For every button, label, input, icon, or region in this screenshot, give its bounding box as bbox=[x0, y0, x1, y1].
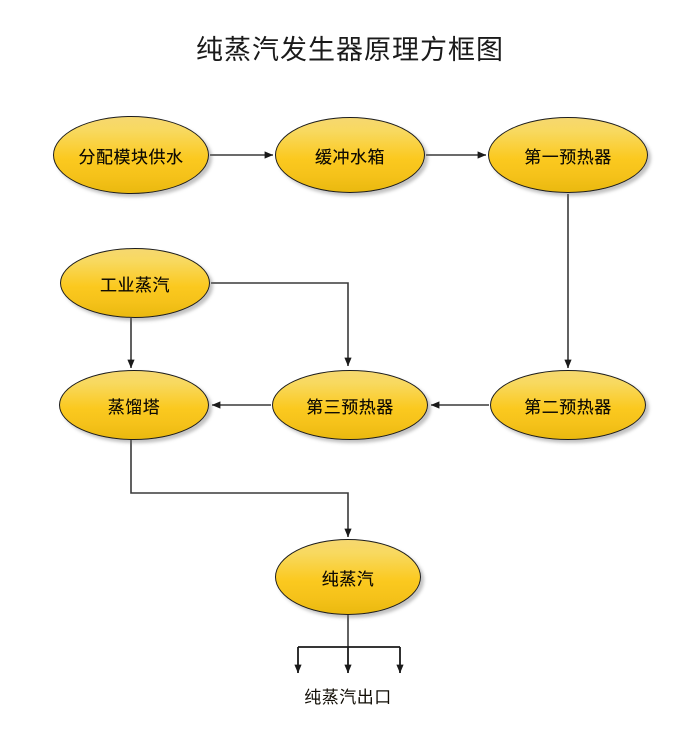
node-label-feed-water: 分配模块供水 bbox=[78, 147, 184, 168]
node-label-pure-steam: 纯蒸汽 bbox=[321, 569, 375, 590]
connector-steam-to-ph3 bbox=[211, 282, 352, 367]
node-distiller[interactable]: 蒸馏塔 bbox=[59, 370, 209, 440]
node-buffer-tank[interactable]: 缓冲水箱 bbox=[275, 117, 425, 193]
node-label-preheater-3: 第三预热器 bbox=[306, 397, 394, 418]
node-pure-steam[interactable]: 纯蒸汽 bbox=[275, 539, 421, 615]
node-preheater-2[interactable]: 第二预热器 bbox=[490, 370, 646, 440]
node-label-industrial-steam: 工业蒸汽 bbox=[100, 275, 170, 296]
page-title: 纯蒸汽发生器原理方框图 bbox=[196, 35, 504, 66]
outlet-label: 纯蒸汽出口 bbox=[304, 688, 392, 708]
node-label-buffer-tank: 缓冲水箱 bbox=[315, 147, 385, 168]
node-industrial-steam[interactable]: 工业蒸汽 bbox=[60, 248, 210, 318]
node-preheater-1[interactable]: 第一预热器 bbox=[488, 117, 648, 193]
node-label-distiller: 蒸馏塔 bbox=[107, 397, 161, 418]
node-preheater-3[interactable]: 第三预热器 bbox=[272, 370, 428, 440]
node-label-preheater-1: 第一预热器 bbox=[524, 147, 612, 168]
connector-distiller-to-pure bbox=[130, 440, 352, 538]
node-feed-water[interactable]: 分配模块供水 bbox=[53, 116, 209, 194]
node-label-preheater-2: 第二预热器 bbox=[524, 397, 612, 418]
